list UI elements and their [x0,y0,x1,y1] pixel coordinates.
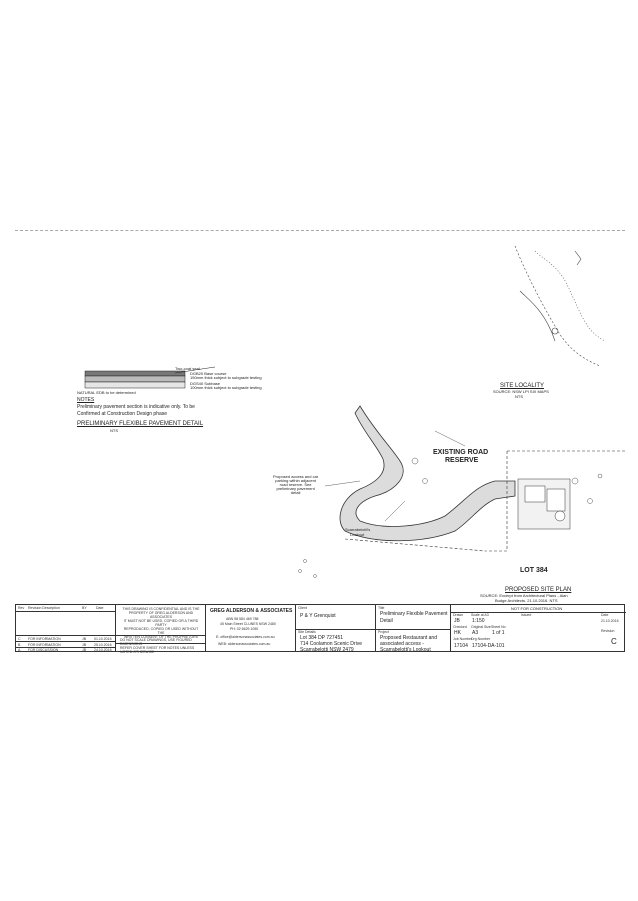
site-locality-scale: NTS [515,394,523,399]
site-plan-source: SOURCE: Excerpt from Architectural Plans… [480,593,568,598]
site-boundary [344,450,625,552]
pavement-detail-scale: NTS [110,428,118,433]
note-line-2: Confirmed at Construction Design phase [77,411,168,417]
site-locality-source: SOURCE: NSW LPI SIX MAPS [493,389,549,394]
access-callout: Proposed access and car parking within a… [273,474,319,495]
firm-details: GREG ALDERSON & ASSOCIATES ABN 58 584 46… [206,605,296,651]
vegetation [298,457,603,578]
base-course-label: DGB20 Base course [190,371,227,376]
lookout-label-1: Scarrabelotti's [345,527,371,532]
title-block: Rev Revision Description BY Date C FOR I… [15,604,626,654]
lot-label: LOT 384 [520,567,548,574]
leader-lines [324,430,466,522]
building-footprint [517,478,571,530]
lookout-label-2: Lookout [350,532,365,537]
base-course-note: 150mm thick subject to subgrade testing [190,375,262,380]
revision-table: Rev Revision Description BY Date C FOR I… [16,605,116,652]
site-locality-title: SITE LOCALITY [500,383,545,389]
drawing-info-block: NOT FOR CONSTRUCTION Drawn JB Scale at A… [451,605,626,651]
confidential-notes: THIS DRAWING IS CONFIDENTIAL AND IS THE … [116,605,206,654]
subbase-note: 100mm thick subject to subgrade testing [190,385,262,390]
title-project-block: Title Preliminary Flexible Pavement Deta… [376,605,451,653]
subbase-label: DGS40 Subbase [190,381,221,386]
client-site-block: Client P & Y Grenquist Site Details Lot … [296,605,376,653]
access-road [339,405,516,542]
locality-map [514,245,606,367]
pavement-section [84,366,216,389]
existing-road-label: EXISTING ROAD [433,449,489,456]
road-reserve-label: RESERVE [445,457,479,464]
site-plan-drawing [84,245,625,578]
natural-label: NATURAL EDB to be determined [77,390,136,395]
two-coat-seal-label: Two-coat seal [175,366,200,371]
pavement-detail-title: PRELIMINARY FLEXIBLE PAVEMENT DETAIL [77,421,204,427]
drawing-sheet: Two-coat seal DGB20 Base course 150mm th… [15,230,625,661]
site-plan-source-2: Budge Architects. 21.10.2016. NTS [495,598,558,603]
site-plan-title: PROPOSED SITE PLAN [505,587,572,593]
note-line-1: Preliminary pavement section is indicati… [77,404,195,410]
notes-heading: NOTES [77,397,95,403]
